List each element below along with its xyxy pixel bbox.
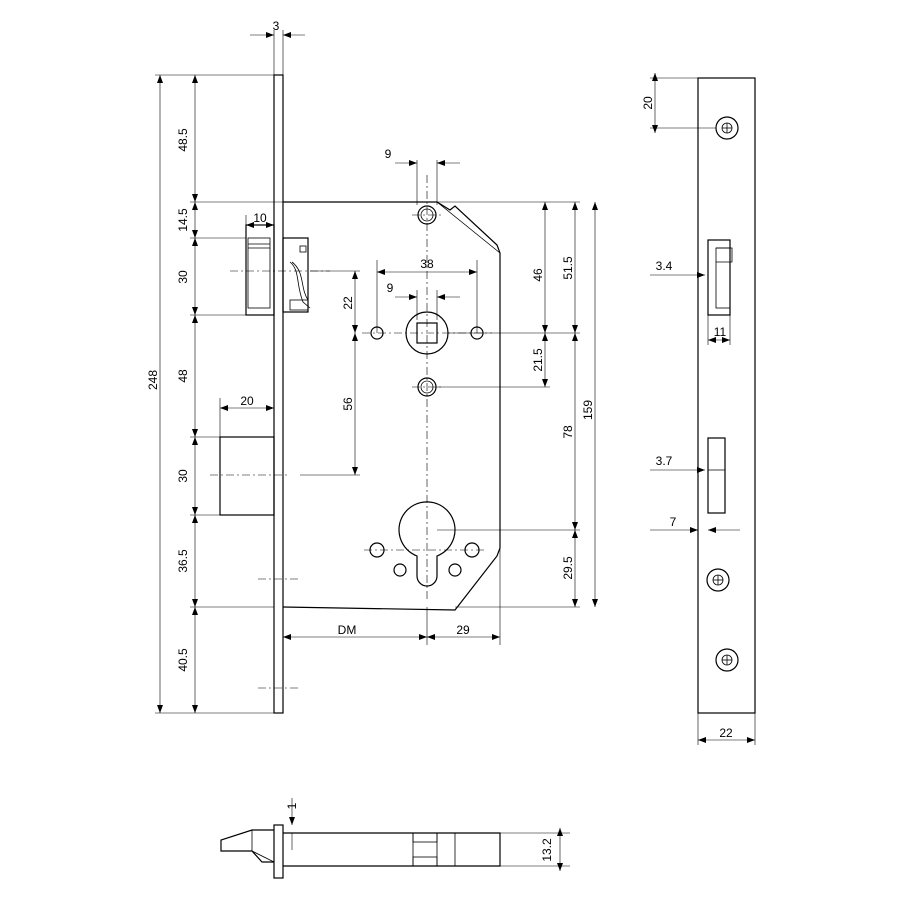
bottom-case xyxy=(283,832,501,867)
dim-latch-to-bolt: 48 xyxy=(176,369,190,383)
dim-cylinder-to-bottom: 29.5 xyxy=(561,556,575,580)
dim-pin-offset: 9 xyxy=(387,281,394,295)
dim-bolt-to-cylinder: 36.5 xyxy=(176,549,190,573)
dim-bolt-height: 30 xyxy=(176,469,190,483)
bolt-opening xyxy=(707,437,726,514)
dim-latch-height: 30 xyxy=(176,270,190,284)
dim-side-bolt-gap: 7 xyxy=(670,515,677,529)
dim-latch-projection: 10 xyxy=(253,211,267,225)
dim-latch-offset: 14.5 xyxy=(176,208,190,232)
faceplate xyxy=(273,74,284,714)
faceplate-hole-mid xyxy=(706,568,730,592)
dim-side-latch-offset: 3.4 xyxy=(656,259,673,273)
latch-opening xyxy=(707,239,733,316)
side-view: 20 3.4 11 3.7 7 22 xyxy=(641,73,756,745)
dim-top-hole-offset: 9 xyxy=(385,147,392,161)
bottom-view: 1 13.2 xyxy=(220,798,570,879)
dim-side-latch-width: 11 xyxy=(714,325,727,339)
dim-faceplate-thickness: 3 xyxy=(273,19,280,33)
dim-spindle-to-hole: 21.5 xyxy=(531,348,545,372)
faceplate-front xyxy=(697,77,756,714)
cylinder-cutout xyxy=(398,501,456,587)
dim-distance-78: 78 xyxy=(561,425,575,439)
dim-bottom-margin: 40.5 xyxy=(176,648,190,672)
dim-side-top-hole: 20 xyxy=(641,96,655,110)
dim-bottom-flange: 1 xyxy=(285,802,299,809)
dim-bottom-case-thickness: 13.2 xyxy=(540,838,554,862)
dim-pin-spacing: 38 xyxy=(420,257,434,271)
faceplate-hole-top xyxy=(715,116,739,140)
dim-total-length: 248 xyxy=(146,370,160,390)
dead-bolt xyxy=(219,436,275,516)
front-view: 3 248 48.5 14.5 30 48 30 36.5 40.5 10 20… xyxy=(146,19,598,714)
lock-case xyxy=(282,201,501,611)
dim-bolt-projection: 20 xyxy=(240,394,254,408)
dim-backset: DM xyxy=(338,623,357,637)
dim-spindle-to-cylinder: 56 xyxy=(341,397,355,411)
bottom-faceplate xyxy=(273,824,284,879)
dim-top-to-latch-zone: 48.5 xyxy=(176,128,190,152)
dim-case-height: 159 xyxy=(581,400,595,420)
latch-bolt xyxy=(245,224,311,316)
dim-spindle-height: 46 xyxy=(531,268,545,282)
bottom-latch xyxy=(220,829,274,863)
dim-side-faceplate-width: 22 xyxy=(719,726,733,740)
dim-cylinder-to-back: 29 xyxy=(456,623,470,637)
dim-spindle-to-latch: 22 xyxy=(341,296,355,310)
dim-side-bolt-offset: 3.7 xyxy=(656,454,673,468)
dim-case-top-to-spindle: 51.5 xyxy=(561,256,575,280)
faceplate-hole-bottom xyxy=(715,648,739,672)
